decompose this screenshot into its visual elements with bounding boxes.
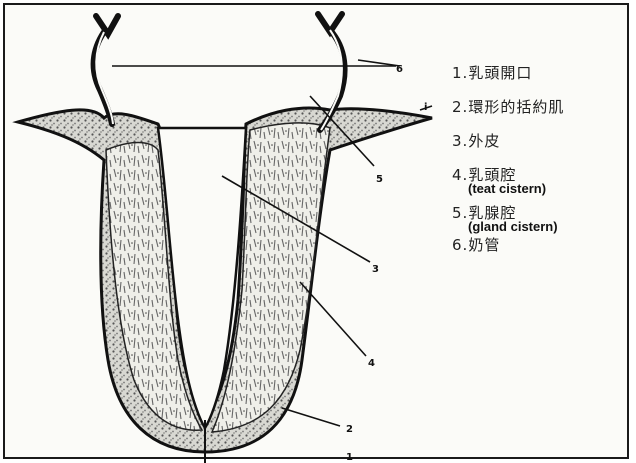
callout-1: 1 <box>346 452 353 463</box>
callout-4: 4 <box>368 358 375 369</box>
legend-sub-5: (gland cistern) <box>468 219 558 234</box>
callout-5: 5 <box>376 174 383 185</box>
callout-3: 3 <box>372 264 379 275</box>
callout-i: i <box>424 102 427 113</box>
legend-item-2: 2.環形的括約肌 <box>452 96 564 117</box>
legend-sub-4: (teat cistern) <box>468 181 546 196</box>
legend-item-6: 6.奶管 <box>452 234 500 255</box>
legend-item-1: 1.乳頭開口 <box>452 62 532 83</box>
callout-6: 6 <box>396 64 403 75</box>
callout-2: 2 <box>346 424 353 435</box>
legend-item-3: 3.外皮 <box>452 130 500 151</box>
